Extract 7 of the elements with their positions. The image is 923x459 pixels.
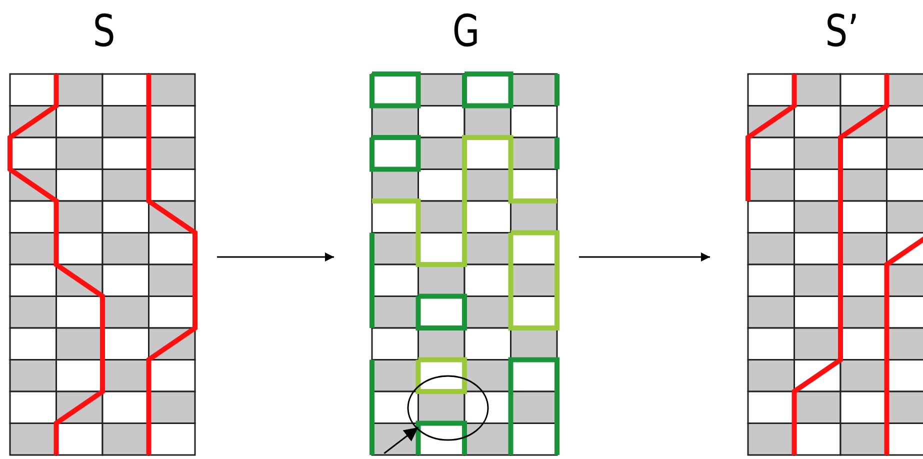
arrow xyxy=(579,252,710,262)
grid-title: S’ xyxy=(825,6,859,58)
grid-title: G xyxy=(452,6,480,58)
leader-arrow xyxy=(384,426,419,454)
arrow xyxy=(217,252,334,262)
highlight-circle xyxy=(406,374,490,442)
grid-title: S xyxy=(92,6,116,58)
